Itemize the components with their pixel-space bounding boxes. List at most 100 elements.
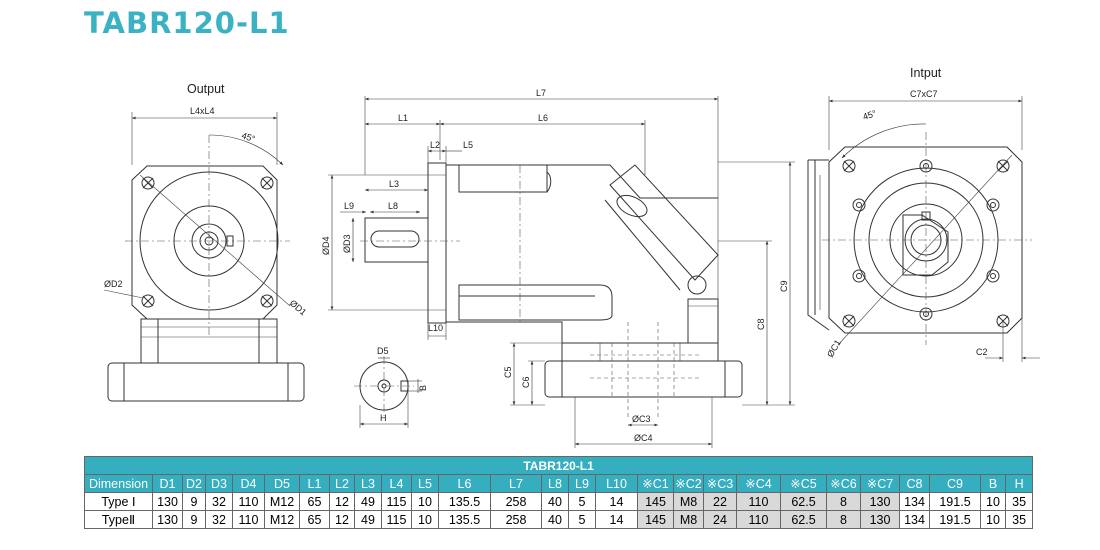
table-header-cell: ※C1 xyxy=(637,474,674,493)
table-cell: 49 xyxy=(354,510,382,529)
table-header-cell: D1 xyxy=(152,474,183,493)
table-cell: 110 xyxy=(232,510,265,529)
table-cell: 40 xyxy=(541,492,569,511)
table-header-cell: Dimension xyxy=(84,474,153,493)
table-cell: 9 xyxy=(182,510,206,529)
table-header-cell: L4 xyxy=(381,474,412,493)
table-header-cell: L10 xyxy=(595,474,638,493)
input-view: Intput C7xC7 xyxy=(807,66,1040,362)
dim-c9: C9 xyxy=(779,280,789,292)
table-header-cell: D2 xyxy=(182,474,206,493)
table-cell: 32 xyxy=(205,510,233,529)
table-cell: 130 xyxy=(152,510,183,529)
table-cell: M12 xyxy=(264,510,300,529)
dim-l1: L1 xyxy=(398,113,408,123)
side-view: L7 L1 L6 L2 L5 L3 L9 L8 ØD4 ØD3 xyxy=(321,88,795,448)
table-cell: 134 xyxy=(899,510,930,529)
dim-l5: L5 xyxy=(463,140,473,150)
table-cell: M12 xyxy=(264,492,300,511)
table-header-cell: L2 xyxy=(329,474,355,493)
table-cell: 115 xyxy=(381,492,412,511)
dim-c5: C5 xyxy=(503,366,513,378)
table-caption: TABR120-L1 xyxy=(83,456,1034,475)
table-cell: 130 xyxy=(860,492,900,511)
output-view: Output L4xL4 xyxy=(103,82,309,402)
table-header-cell: L9 xyxy=(568,474,596,493)
table-cell: 130 xyxy=(152,492,183,511)
table-cell: 258 xyxy=(490,510,542,529)
input-label: Intput xyxy=(910,66,942,80)
dim-l10: L10 xyxy=(428,323,443,333)
table-cell: 12 xyxy=(329,510,355,529)
table-cell: 191.5 xyxy=(929,510,981,529)
table-cell: 49 xyxy=(354,492,382,511)
table-cell: 145 xyxy=(637,510,674,529)
table-cell: 62.5 xyxy=(780,510,827,529)
table-header-cell: ※C6 xyxy=(826,474,861,493)
table-cell: 130 xyxy=(860,510,900,529)
table-cell: M8 xyxy=(673,510,704,529)
table-cell: 12 xyxy=(329,492,355,511)
dim-angle-input: 45° xyxy=(862,108,878,122)
table-row-label: TypeⅡ xyxy=(84,510,153,529)
table-cell: 10 xyxy=(980,492,1006,511)
table-cell: 191.5 xyxy=(929,492,981,511)
table-cell: 14 xyxy=(595,492,638,511)
dim-c8: C8 xyxy=(756,318,766,330)
table-row-label: Type Ⅰ xyxy=(84,492,153,511)
table-cell: 10 xyxy=(411,510,439,529)
table-cell: 110 xyxy=(736,510,781,529)
table-cell: 10 xyxy=(411,492,439,511)
dim-angle-output: 45° xyxy=(240,130,256,144)
table-header-cell: L6 xyxy=(438,474,491,493)
table-cell: 135.5 xyxy=(438,510,491,529)
table-header-cell: ※C2 xyxy=(673,474,704,493)
table-header-cell: L5 xyxy=(411,474,439,493)
table-cell: 22 xyxy=(703,492,737,511)
page-title: TABR120-L1 xyxy=(84,6,290,40)
table-header-cell: ※C5 xyxy=(780,474,827,493)
technical-drawing: Output L4xL4 xyxy=(103,66,1040,448)
table-header-cell: L8 xyxy=(541,474,569,493)
table-cell: M8 xyxy=(673,492,704,511)
table-header-cell: ※C3 xyxy=(703,474,737,493)
table-header-cell: H xyxy=(1004,474,1034,493)
table-header-cell: C8 xyxy=(899,474,930,493)
dim-d3: ØD3 xyxy=(342,234,352,253)
table-header-cell: L1 xyxy=(299,474,330,493)
table-cell: 258 xyxy=(490,492,542,511)
table-cell: 35 xyxy=(1004,510,1034,529)
table-header-cell: C9 xyxy=(929,474,981,493)
output-label: Output xyxy=(187,82,225,96)
dim-l6: L6 xyxy=(538,113,548,123)
dim-c4: ØC4 xyxy=(634,433,653,443)
shaft-section-view: D5 B H xyxy=(354,346,428,428)
table-header-cell: L3 xyxy=(354,474,382,493)
table-cell: 65 xyxy=(299,492,330,511)
dim-c7xc7: C7xC7 xyxy=(910,89,938,99)
dim-b: B xyxy=(418,385,428,391)
table-cell: 62.5 xyxy=(780,492,827,511)
table-header-cell: ※C4 xyxy=(736,474,781,493)
table-cell: 110 xyxy=(232,492,265,511)
dim-d1: ØD1 xyxy=(288,298,309,318)
dim-d5: D5 xyxy=(377,346,389,356)
table-header-cell: D5 xyxy=(264,474,300,493)
table-cell: 32 xyxy=(205,492,233,511)
table-cell: 110 xyxy=(736,492,781,511)
dim-c2: C2 xyxy=(976,347,988,357)
table-cell: 8 xyxy=(826,492,861,511)
table-cell: 35 xyxy=(1004,492,1034,511)
table-header-cell: B xyxy=(980,474,1006,493)
dim-l8: L8 xyxy=(388,201,398,211)
dim-l7: L7 xyxy=(536,88,546,98)
table-title-row: TABR120-L1 xyxy=(83,456,1034,475)
dim-c6: C6 xyxy=(521,376,531,388)
table-cell: 24 xyxy=(703,510,737,529)
table-cell: 14 xyxy=(595,510,638,529)
table-cell: 8 xyxy=(826,510,861,529)
